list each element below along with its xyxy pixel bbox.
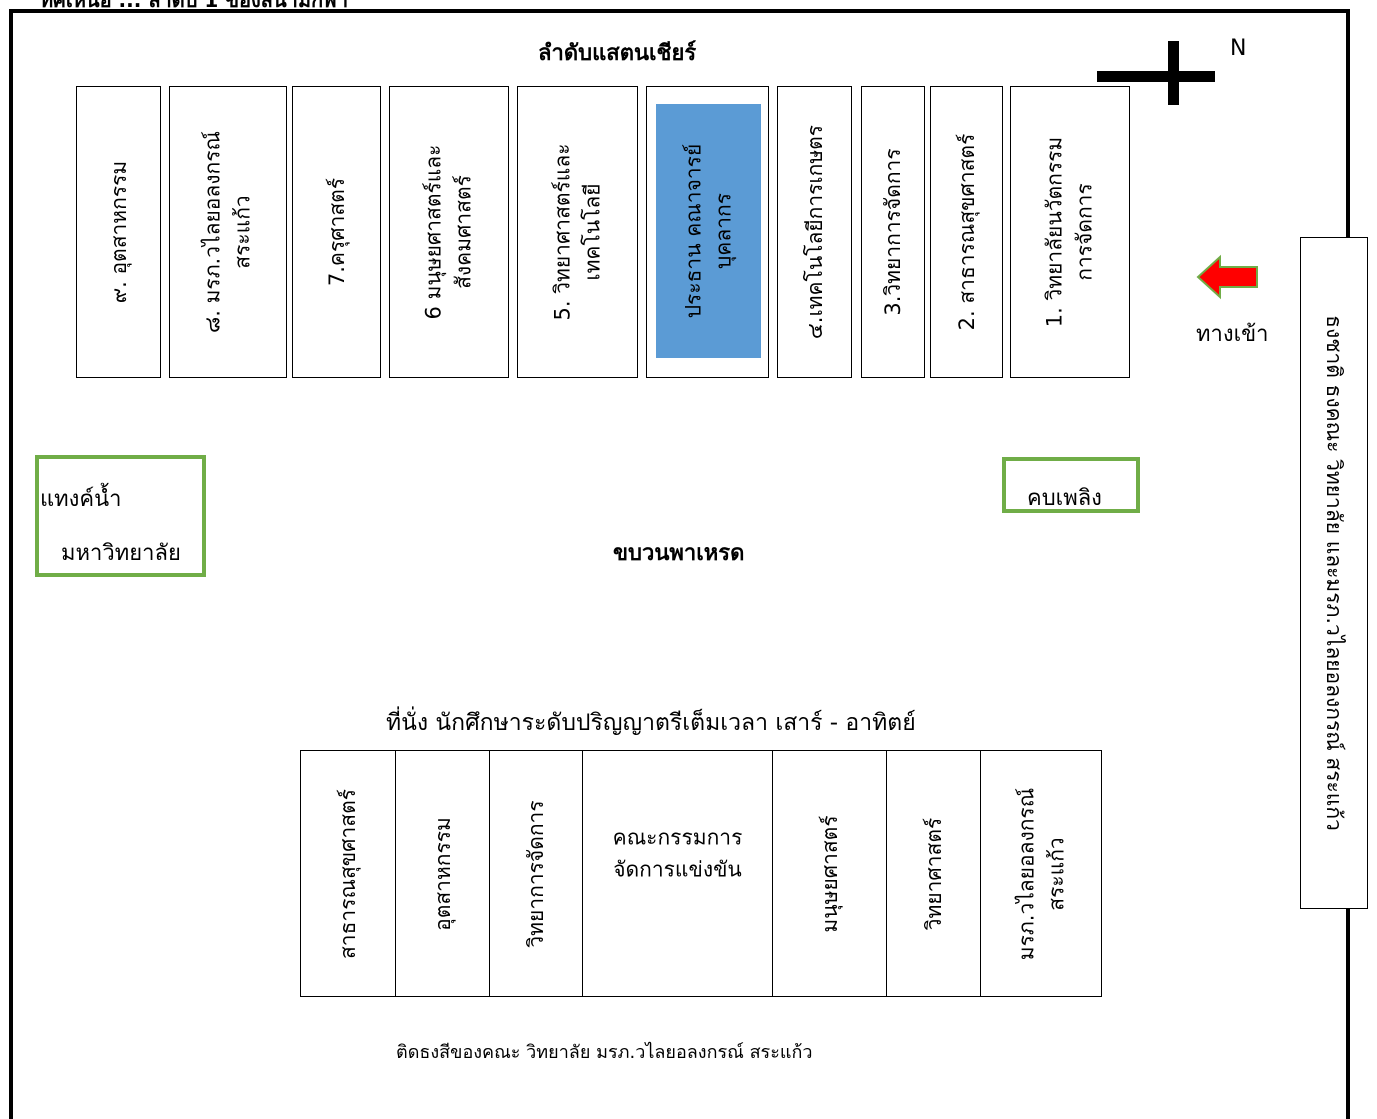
- seating-section-line: มรภ.วไลยอลงกรณ์: [1014, 787, 1039, 960]
- seating-section: คณะกรรมการจัดการแข่งขัน: [583, 751, 773, 996]
- parade-label: ขบวนพาเหรด: [613, 541, 745, 566]
- stand-label-line: ๘. มรภ.วไลยอลงกรณ์: [200, 131, 225, 333]
- seating-section: วิทยาศาสตร์: [887, 751, 981, 996]
- seating-section-label: คณะกรรมการจัดการแข่งขัน: [613, 821, 743, 886]
- torch-label: คบเพลิง: [1027, 486, 1102, 511]
- seating-section-line: วิทยาศาสตร์: [921, 817, 946, 930]
- stand-label: 1. วิทยาลัยนวัตกรรมการจัดการ: [1040, 137, 1101, 328]
- stand-box: 2. สาธารณสุขศาสตร์: [930, 86, 1003, 378]
- seating-section: อุตสาหกรรม: [396, 751, 490, 996]
- seating-section-line: สระแก้ว: [1045, 836, 1069, 911]
- stand-label: ประธาน คณาจารย์บุคลากร: [678, 144, 739, 319]
- stand-label-line: เทคโนโลยี: [580, 183, 605, 281]
- stand-label-line: 2. สาธารณสุขศาสตร์: [954, 133, 979, 331]
- stand-label: 3.วิทยาการจัดการ: [878, 148, 908, 315]
- stand-box: 5. วิทยาศาสตร์และเทคโนโลยี: [517, 86, 638, 378]
- seating-section-label: อุตสาหกรรม: [427, 817, 457, 931]
- seating-section: วิทยาการจัดการ: [490, 751, 583, 996]
- seating-section-line: อุตสาหกรรม: [430, 816, 455, 931]
- stand-label-line: 1. วิทยาลัยนวัตกรรม: [1042, 136, 1067, 328]
- stand-order-title: ลำดับแสตนเชียร์: [538, 41, 697, 66]
- stand-label: 6 มนุษยศาสตร์และสังคมศาสตร์: [419, 145, 480, 320]
- stand-label-line: สังคมศาสตร์: [452, 175, 476, 289]
- stand-label: ๘. มรภ.วไลยอลงกรณ์สระแก้ว: [198, 131, 259, 333]
- stand-label: ๙. อุตสาหกรรม: [103, 161, 133, 304]
- stand-box: 3.วิทยาการจัดการ: [861, 86, 925, 378]
- seating-section-label: มนุษยศาสตร์: [814, 815, 844, 932]
- stand-label-line: 7.ครุศาสตร์: [324, 177, 349, 287]
- stand-label-line: ๙. อุตสาหกรรม: [106, 160, 131, 304]
- seating-section-line: วิทยาการจัดการ: [523, 799, 548, 948]
- stand-label-line: 5. วิทยาศาสตร์และ: [550, 143, 575, 321]
- seating-title: ที่นั่ง นักศึกษาระดับปริญญาตรีเต็มเวลา เ…: [386, 710, 916, 736]
- stand-label: 2. สาธารณสุขศาสตร์: [951, 134, 981, 331]
- stand-label-line: บุคลากร: [711, 192, 736, 270]
- flags-label: ธงชาติ ธงคณะ วิทยาลัย และมรภ.วไลยอลงกรณ์…: [1322, 315, 1347, 831]
- seating-section-line: คณะกรรมการ: [612, 825, 743, 850]
- stand-box: ๔.เทคโนโลยีการเกษตร: [777, 86, 852, 378]
- seating-section-label: มรภ.วไลยอลงกรณ์สระแก้ว: [1012, 787, 1073, 959]
- stand-label: ๔.เทคโนโลยีการเกษตร: [799, 125, 829, 339]
- compass-icon: [1097, 41, 1215, 105]
- seating-section-label: สาธารณสุขศาสตร์: [333, 788, 363, 958]
- seating-section-line: มนุษยศาสตร์: [817, 814, 842, 933]
- seating-section-label: วิทยาศาสตร์: [918, 817, 948, 930]
- chairman-highlight-box: ประธาน คณาจารย์บุคลากร: [656, 104, 761, 358]
- stand-label-line: สระแก้ว: [231, 195, 255, 269]
- seating-section: สาธารณสุขศาสตร์: [301, 751, 396, 996]
- stand-label: 7.ครุศาสตร์: [321, 178, 351, 286]
- seating-section: มนุษยศาสตร์: [773, 751, 887, 996]
- stand-label-line: ประธาน คณาจารย์: [681, 143, 706, 319]
- compass-north-label: N: [1230, 36, 1247, 61]
- seating-table: สาธารณสุขศาสตร์ อุตสาหกรรม วิทยาการจัดการ ค…: [300, 750, 1102, 997]
- water-tank-label-2: มหาวิทยาลัย: [61, 541, 181, 566]
- footer-note: ติดธงสีของคณะ วิทยาลัย มรภ.วไลยอลงกรณ์ ส…: [396, 1042, 813, 1063]
- seating-section-line: จัดการแข่งขัน: [613, 857, 742, 882]
- stand-label-line: 3.วิทยาการจัดการ: [880, 148, 905, 316]
- stand-box: 6 มนุษยศาสตร์และสังคมศาสตร์: [389, 86, 509, 378]
- water-tank-box: [35, 455, 206, 577]
- entrance-arrow-icon: [1196, 254, 1258, 300]
- water-tank-label-1: แทงค์น้ำ: [40, 487, 122, 512]
- stand-label-line: การจัดการ: [1073, 183, 1097, 281]
- stand-label-line: ๔.เทคโนโลยีการเกษตร: [802, 124, 827, 340]
- seating-section-line: สาธารณสุขศาสตร์: [335, 788, 360, 959]
- seating-section: มรภ.วไลยอลงกรณ์สระแก้ว: [981, 751, 1103, 996]
- stand-label: 5. วิทยาศาสตร์และเทคโนโลยี: [547, 144, 608, 321]
- stand-box: ๙. อุตสาหกรรม: [76, 86, 161, 378]
- torch-box: [1002, 457, 1140, 513]
- stand-box: ๘. มรภ.วไลยอลงกรณ์สระแก้ว: [169, 86, 287, 378]
- entrance-label: ทางเข้า: [1196, 322, 1269, 347]
- stand-box: 1. วิทยาลัยนวัตกรรมการจัดการ: [1010, 86, 1130, 378]
- seating-section-label: วิทยาการจัดการ: [521, 800, 551, 947]
- stand-box: ประธาน คณาจารย์บุคลากร: [646, 86, 769, 378]
- stand-box: 7.ครุศาสตร์: [292, 86, 381, 378]
- stand-label-line: 6 มนุษยศาสตร์และ: [421, 144, 446, 320]
- flags-box: ธงชาติ ธงคณะ วิทยาลัย และมรภ.วไลยอลงกรณ์…: [1300, 237, 1368, 909]
